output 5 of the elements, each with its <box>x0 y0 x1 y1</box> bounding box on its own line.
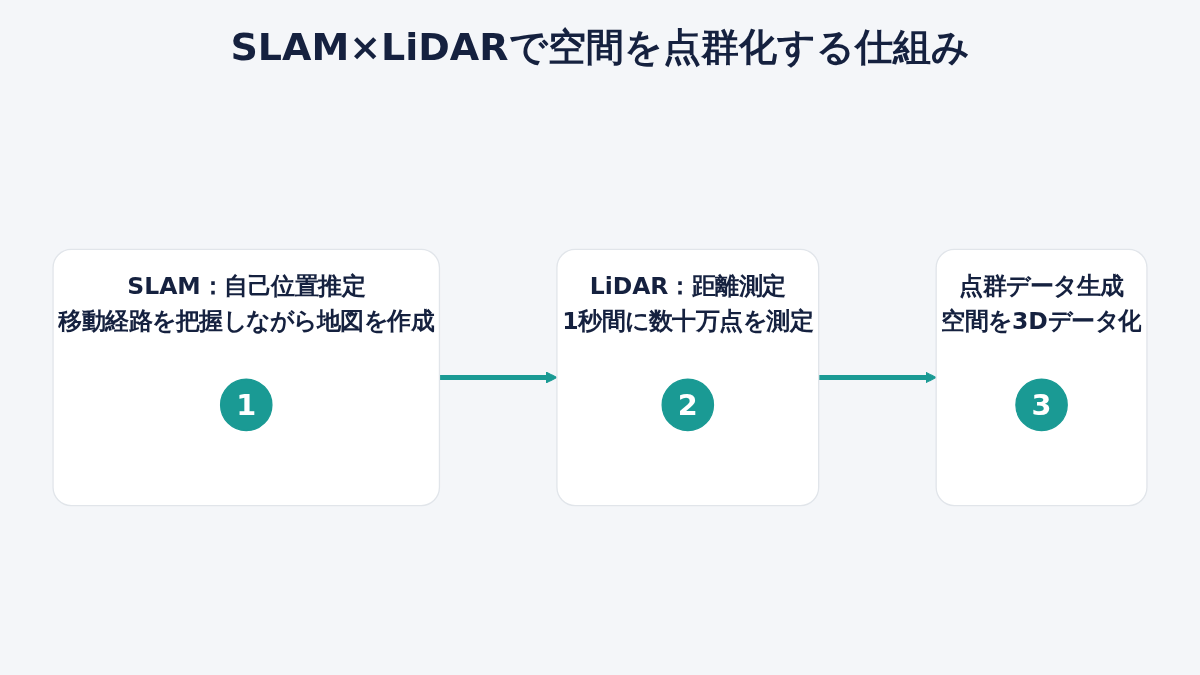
title: SLAM×LiDARで空間を点群化する仕組み <box>229 24 971 71</box>
arrow <box>818 371 937 384</box>
node-circle: 2 <box>661 378 715 432</box>
node-circle: 3 <box>1015 378 1068 432</box>
node-circle: 1 <box>219 378 273 432</box>
